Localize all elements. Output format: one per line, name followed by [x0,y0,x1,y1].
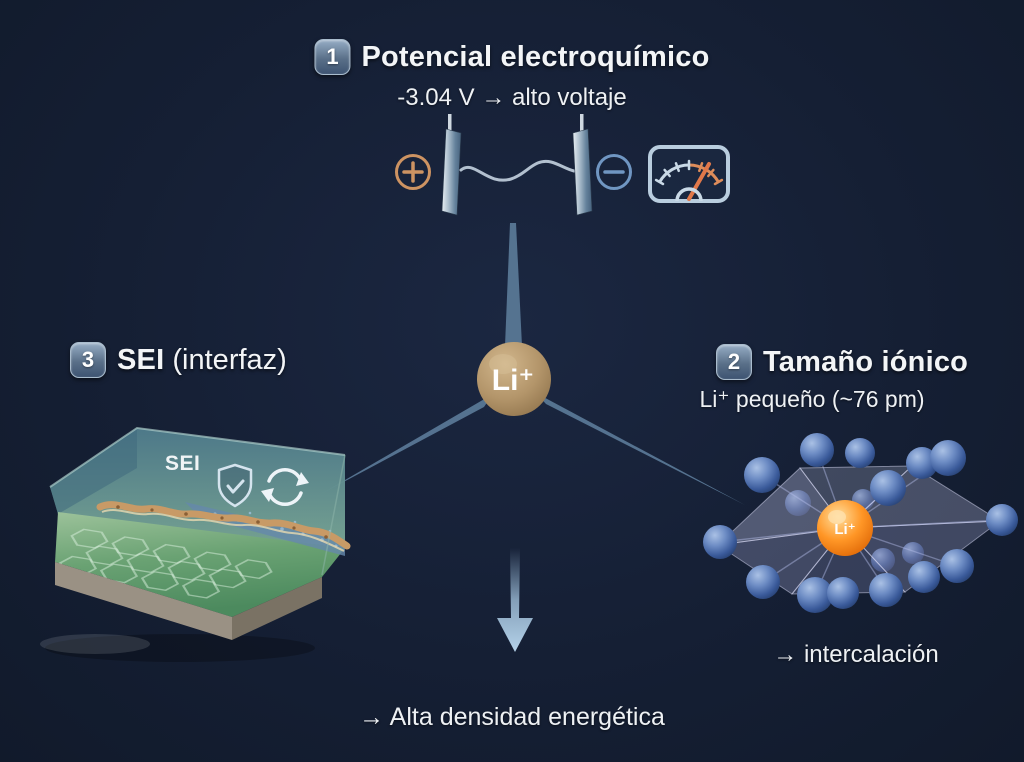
sei-crust-speckles [116,505,328,539]
down-arrow-icon [497,548,533,652]
electrode-stem-left [448,114,452,131]
hexagon-pattern [58,528,273,599]
plus-terminal-icon [395,154,431,190]
connector-top [505,223,522,346]
connector-right [536,393,745,505]
step2-title: Tamaño iónico [763,345,969,378]
wire [459,159,576,182]
minus-terminal-icon [596,154,632,190]
li-hub-node: Li⁺ [477,342,551,416]
step1-subtitle: -3.04 V → alto voltaje [397,84,627,111]
sei-block-reflection [40,634,150,654]
step3-title: SEI [117,343,165,376]
sei-block-label: SEI [165,452,200,475]
step3-title-note: (interfaz) [164,343,287,376]
step3-badge: 3 [70,342,106,378]
substrate-right-face [232,577,322,640]
container-right-edge [321,454,346,576]
connector-left [321,394,493,494]
left-wall-shade [50,428,137,514]
container-rim [49,426,346,488]
electrode-stem-right [580,114,584,131]
shield-check-icon [217,463,253,508]
step2-badge: 2 [716,344,752,380]
sei-crust-highlight [101,509,345,552]
li-ion-sphere-label: Li⁺ [834,521,855,538]
intercalation-caption: → intercalación [773,641,939,668]
step1-title: Potencial electroquímico [361,40,710,73]
connector-lines [321,223,745,505]
step2-heading: 2 Tamaño iónico [716,344,968,380]
step1-badge: 1 [314,39,351,75]
sei-block-shadow [45,634,315,662]
li-ion-sphere: Li⁺ [817,500,873,556]
step3-heading: 3 SEI (interfaz) [70,342,287,378]
electrode-right [572,128,593,216]
lattice-spheres [703,433,1018,613]
step1-heading: 1 Potencial electroquímico [314,39,709,75]
voltmeter-icon [648,145,730,203]
battery-illustration [395,114,730,216]
gauge-needle [687,162,711,201]
li-hub-label: Li⁺ [492,364,535,397]
step3-title-group: SEI (interfaz) [117,344,287,377]
sei-block-illustration: SEI [40,426,351,662]
crystal-lattice-illustration: Li⁺ [703,433,1018,613]
electrode-left [441,128,462,216]
substrate-front-face [55,562,232,640]
refresh-icon [261,468,309,506]
sei-crust-layer [96,501,351,550]
outcome-caption: → Alta densidad energética [359,703,665,731]
step2-subtitle: Li⁺ pequeño (~76 pm) [699,386,925,412]
